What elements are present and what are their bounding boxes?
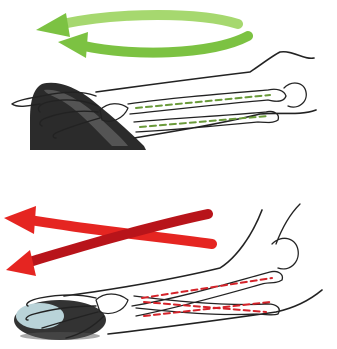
neutral-arm-outline-upper (96, 52, 314, 92)
red-arrow-lower-left-head (6, 250, 36, 276)
flat-mouse-shadow (20, 332, 100, 340)
green-arrow-lower-head (58, 32, 88, 58)
green-arrow-upper-head (36, 13, 70, 37)
pronation-crossed-arrows-icon (4, 206, 212, 276)
green-arrow-upper (62, 15, 238, 24)
neutral-rotation-arrows-icon (36, 13, 248, 58)
neutral-elbow-joint (284, 83, 306, 107)
green-arrow-lower (84, 36, 248, 53)
vertical-mouse-icon (30, 83, 146, 150)
pronated-upper-arm-bone (276, 204, 300, 244)
neutral-arm-outline-lower (134, 110, 316, 138)
red-arrow-upper-left-head (4, 206, 36, 234)
pronated-hand-wrist (96, 294, 128, 314)
flat-mouse-button (16, 303, 64, 329)
